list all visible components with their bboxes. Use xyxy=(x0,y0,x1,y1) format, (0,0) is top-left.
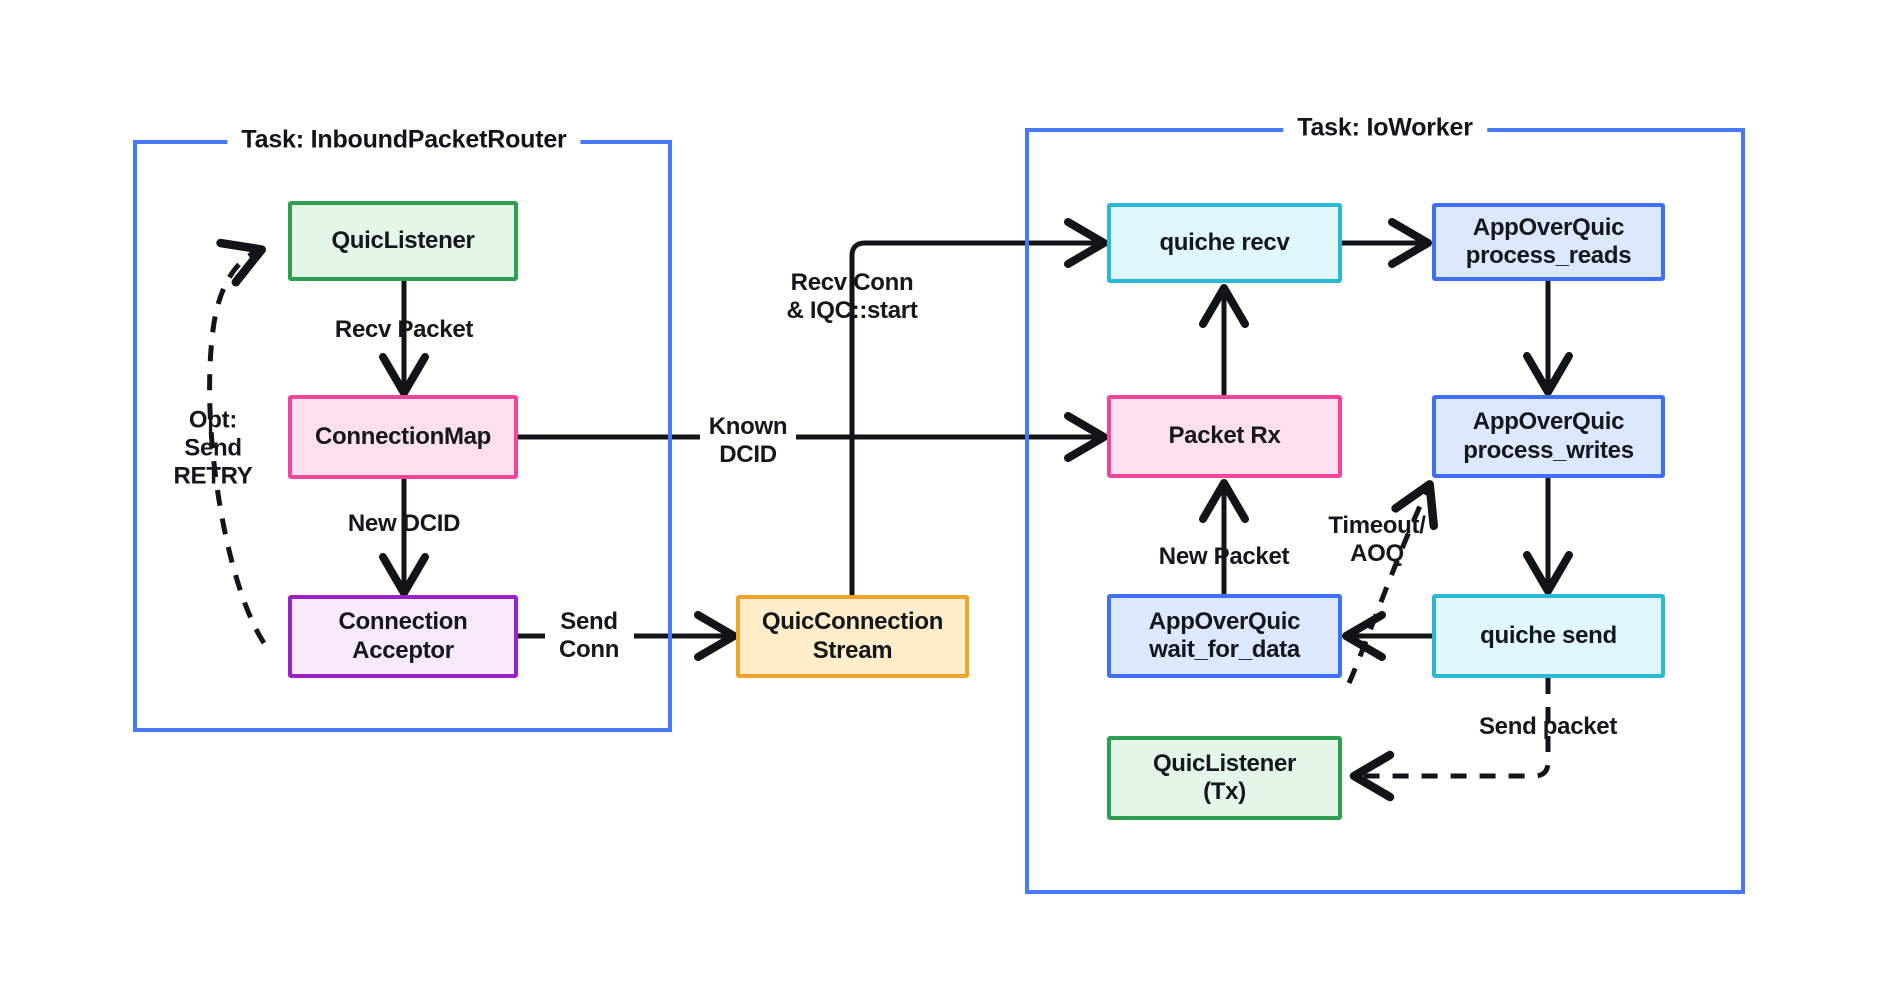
node-quic-listener[interactable]: QuicListener xyxy=(288,201,518,281)
edge-label-recv-conn-iqc-start: Recv Conn & IQC::start xyxy=(786,269,918,324)
task-title-io-worker: Task: IoWorker xyxy=(1283,113,1487,143)
edge-label-new-dcid: New DCID xyxy=(347,510,461,538)
edge-label-send-conn: Send Conn xyxy=(558,608,620,663)
node-appoverquic-wait-for-data[interactable]: AppOverQuic wait_for_data xyxy=(1107,594,1342,678)
edge-label-new-packet: New Packet xyxy=(1158,543,1290,571)
node-connection-map[interactable]: ConnectionMap xyxy=(288,395,518,479)
task-title-inbound-packet-router: Task: InboundPacketRouter xyxy=(227,125,581,155)
node-appoverquic-process-writes[interactable]: AppOverQuic process_writes xyxy=(1432,395,1665,478)
node-quiche-recv[interactable]: quiche recv xyxy=(1107,203,1342,283)
node-connection-acceptor[interactable]: Connection Acceptor xyxy=(288,595,518,678)
edge-label-known-dcid: Known DCID xyxy=(708,413,788,468)
node-quic-listener-tx[interactable]: QuicListener (Tx) xyxy=(1107,736,1342,820)
edge-label-recv-packet: Recv Packet xyxy=(334,316,474,344)
node-quic-connection-stream[interactable]: QuicConnection Stream xyxy=(736,595,969,678)
edge-label-send-packet: Send packet xyxy=(1478,713,1618,741)
edge-label-timeout-aoq: Timeout/ AOQ xyxy=(1328,512,1426,567)
node-packet-rx[interactable]: Packet Rx xyxy=(1107,395,1342,478)
edge-label-opt-send-retry: Opt: Send RETRY xyxy=(173,406,253,489)
node-quiche-send[interactable]: quiche send xyxy=(1432,594,1665,678)
node-appoverquic-process-reads[interactable]: AppOverQuic process_reads xyxy=(1432,203,1665,281)
